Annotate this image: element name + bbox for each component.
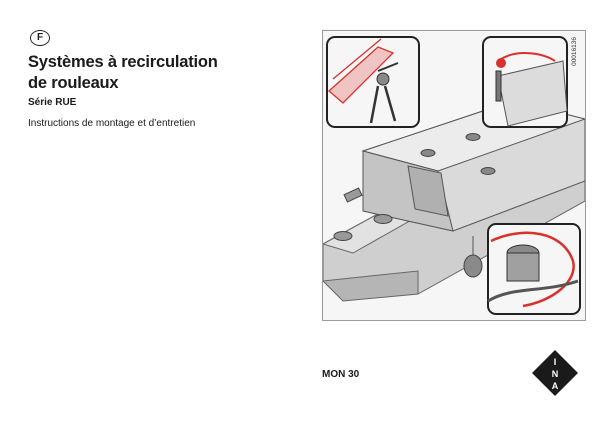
- title-line-1: Systèmes à recirculation: [28, 53, 218, 71]
- document-description: Instructions de montage et d’entretien: [28, 118, 196, 129]
- linear-guide-drawing: [323, 36, 585, 315]
- product-illustration: 00016136: [322, 30, 586, 321]
- page-title: Systèmes à recirculation de rouleaux: [28, 52, 288, 94]
- ina-logo: I N A: [532, 350, 578, 396]
- logo-letter-n: N: [552, 369, 559, 379]
- title-line-2: de rouleaux: [28, 74, 119, 92]
- document-code: MON 30: [322, 369, 360, 380]
- logo-letter-a: A: [552, 381, 559, 391]
- series-subtitle: Série RUE: [28, 97, 77, 108]
- figure-code: 00016136: [571, 37, 578, 66]
- logo-letter-i: I: [554, 357, 557, 367]
- language-badge: F: [30, 30, 50, 46]
